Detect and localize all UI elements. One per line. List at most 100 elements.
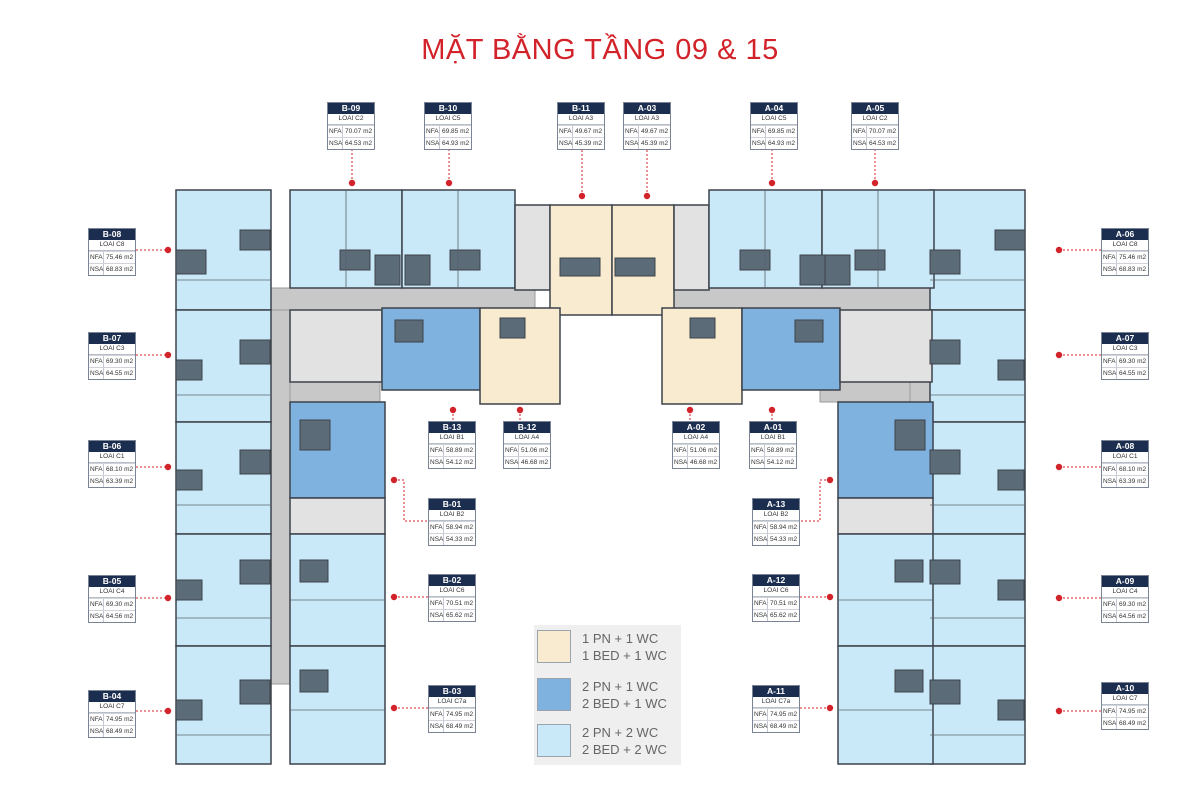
nsa-label: NSA <box>430 610 444 621</box>
unit-code: A-08 <box>1102 441 1148 452</box>
unit-code: B-07 <box>89 333 135 344</box>
unit-type: LOAI C7 <box>89 702 135 713</box>
fixture <box>374 254 401 286</box>
unit-type: LOAI C5 <box>751 114 797 125</box>
unit-type: LOAI C6 <box>429 586 475 597</box>
fixture <box>929 339 961 365</box>
unit-code: A-03 <box>624 103 670 114</box>
nfa-label: NFA <box>430 598 444 609</box>
nfa-label: NFA <box>505 445 519 456</box>
nsa-value: 65.62 m2 <box>770 612 798 619</box>
nfa-label: NFA <box>1103 252 1117 263</box>
unit-marker-dot <box>348 179 356 187</box>
legend-label-en: 2 BED + 1 WC <box>582 696 667 711</box>
corridor-segment <box>269 287 536 311</box>
legend-swatch <box>537 630 571 663</box>
unit-marker-dot <box>826 593 834 601</box>
nfa-value: 68.10 m2 <box>1119 466 1147 473</box>
nsa-value: 63.39 m2 <box>106 478 134 485</box>
corridor-segment <box>269 287 293 685</box>
legend-swatch <box>537 724 571 757</box>
fixture <box>499 317 526 339</box>
leader-line <box>800 479 830 522</box>
nfa-value: 69.30 m2 <box>106 601 134 608</box>
unit-marker-dot <box>390 593 398 601</box>
unit-code: B-04 <box>89 691 135 702</box>
nsa-label: NSA <box>1103 264 1117 275</box>
unit-code: B-10 <box>425 103 471 114</box>
fixture <box>239 679 271 705</box>
unit-marker-dot <box>164 707 172 715</box>
nfa-value: 69.30 m2 <box>1119 358 1147 365</box>
leader-line <box>394 479 428 522</box>
fixture <box>175 469 203 491</box>
nfa-value: 69.30 m2 <box>1119 601 1147 608</box>
unit-marker-dot <box>1055 463 1063 471</box>
fixture <box>239 339 271 365</box>
nsa-value: 64.55 m2 <box>106 370 134 377</box>
nfa-value: 74.95 m2 <box>1119 708 1147 715</box>
fixture <box>824 254 851 286</box>
nsa-value: 68.83 m2 <box>1119 266 1147 273</box>
fixture <box>997 579 1025 601</box>
nsa-label: NSA <box>430 534 444 545</box>
nsa-value: 63.39 m2 <box>1119 478 1147 485</box>
unit-marker-dot <box>390 704 398 712</box>
unit-type: LOAI B2 <box>429 510 475 521</box>
nfa-value: 69.85 m2 <box>768 128 796 135</box>
fixture <box>175 359 203 381</box>
unit-type: LOAI C7 <box>1102 694 1148 705</box>
room-partitions <box>175 190 1026 736</box>
nsa-label: NSA <box>1103 611 1117 622</box>
unit-type: LOAI A4 <box>504 433 550 444</box>
nfa-label: NFA <box>1103 599 1117 610</box>
nsa-label: NSA <box>430 457 444 468</box>
nsa-label: NSA <box>90 611 104 622</box>
unit-marker-dot <box>390 476 398 484</box>
nsa-label: NSA <box>674 457 688 468</box>
fixture <box>449 249 481 271</box>
unit-block-b02 <box>289 533 386 647</box>
nsa-label: NSA <box>90 726 104 737</box>
unit-marker-dot <box>1055 246 1063 254</box>
service-core-right <box>839 309 933 383</box>
nfa-label: NFA <box>90 714 104 725</box>
leader-lines <box>136 147 1101 715</box>
nfa-label: NFA <box>90 464 104 475</box>
unit-marker-dot <box>445 179 453 187</box>
nsa-value: 64.53 m2 <box>345 140 373 147</box>
nfa-label: NFA <box>90 252 104 263</box>
nsa-label: NSA <box>853 138 867 149</box>
nsa-label: NSA <box>430 721 444 732</box>
unit-type: LOAI C3 <box>1102 344 1148 355</box>
fixture <box>929 449 961 475</box>
unit-type: LOAI C6 <box>753 586 799 597</box>
unit-code: A-01 <box>750 422 796 433</box>
fixture <box>894 669 924 693</box>
nfa-value: 74.95 m2 <box>770 711 798 718</box>
nsa-label: NSA <box>90 368 104 379</box>
